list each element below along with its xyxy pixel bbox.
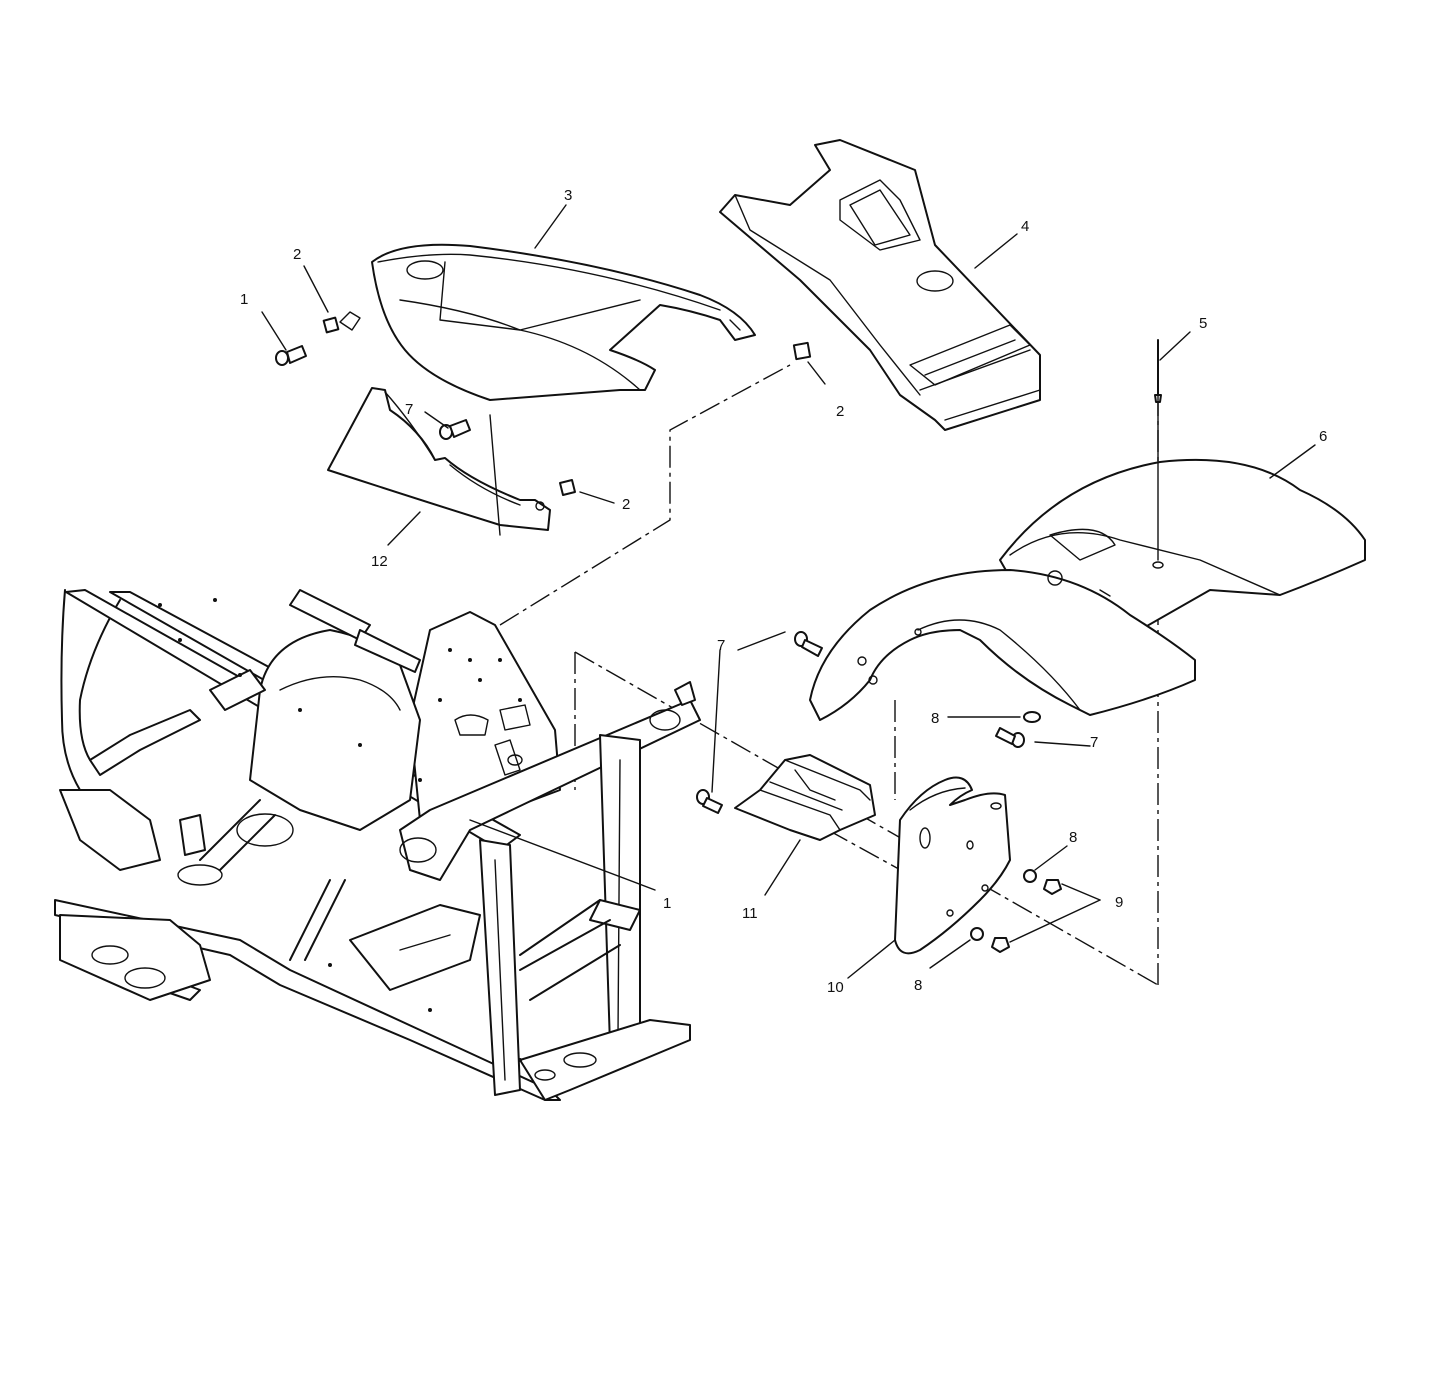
washer-part-8-a <box>1023 711 1041 723</box>
washer-part-8-b <box>1023 869 1037 883</box>
part-mud-flap <box>894 776 1011 955</box>
hardware <box>275 316 1062 953</box>
nut-part-9-a <box>1043 879 1062 895</box>
bolt-part-7-b <box>794 631 823 657</box>
clip-part-2-c <box>559 479 576 496</box>
washer-part-8-c <box>970 927 984 941</box>
callout-11-footrest: 11 <box>742 905 758 922</box>
part-lower-panel <box>327 387 551 536</box>
part-fender-assembly <box>809 458 1366 721</box>
callout-3-front-cover: 3 <box>564 187 572 204</box>
callout-2-clip-top: 2 <box>293 246 301 263</box>
callout-1-frame: 1 <box>663 895 671 912</box>
callout-8-washer-fender: 8 <box>931 710 939 727</box>
callout-6-fender: 6 <box>1319 428 1327 445</box>
part-rod <box>1152 339 1164 569</box>
callout-12-lower-panel: 12 <box>371 553 388 570</box>
bolt-part-7-a <box>439 419 471 440</box>
callout-7-bolt-fender-lower: 7 <box>1090 734 1098 751</box>
callout-5-rod: 5 <box>1199 315 1207 332</box>
part-front-cover <box>339 243 756 401</box>
bolt-part-1 <box>275 345 307 366</box>
callout-2-clip-lower: 2 <box>622 496 630 513</box>
bolt-part-7-c <box>696 789 723 814</box>
callout-10-mud-flap: 10 <box>827 979 844 996</box>
callout-4-center-console: 4 <box>1021 218 1029 235</box>
part-footrest <box>734 754 876 841</box>
callout-7-bolt-upper: 7 <box>405 401 413 418</box>
clip-part-2-b <box>792 341 812 361</box>
callout-1-bolt: 1 <box>240 291 248 308</box>
leader-lines <box>261 204 1316 979</box>
nut-part-9-b <box>991 937 1010 953</box>
callout-9-nut: 9 <box>1115 894 1123 911</box>
part-center-console <box>719 139 1041 431</box>
callout-2-clip-middle: 2 <box>836 403 844 420</box>
clip-part-2-a <box>322 316 340 334</box>
callout-8-washer-lower: 8 <box>914 977 922 994</box>
callout-numbers: 1 2 3 4 5 6 2 7 2 12 1 7 8 7 8 9 11 10 8 <box>240 187 1327 996</box>
callout-7-bolt-fender-top: 7 <box>717 637 725 654</box>
bolt-part-7-d <box>995 727 1025 748</box>
callout-8-washer-flap: 8 <box>1069 829 1077 846</box>
part-frame <box>54 589 701 1101</box>
